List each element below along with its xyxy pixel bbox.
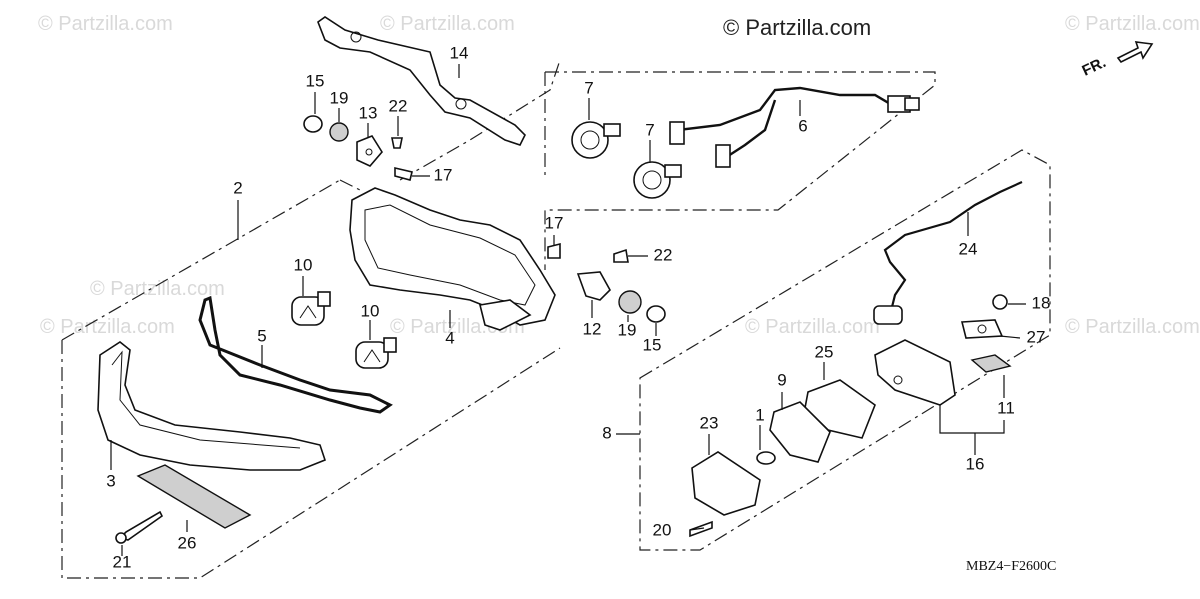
watermarks: © Partzilla.com © Partzilla.com © Partzi… [38, 13, 1200, 338]
part-15-collar-mid [646, 305, 666, 323]
part-15-collar-top [303, 115, 323, 133]
callout-12: 12 [583, 319, 602, 338]
callout-24: 24 [959, 239, 978, 258]
part-24-socket [873, 305, 903, 325]
group-outlines [61, 59, 1051, 579]
part-4-mount [479, 299, 532, 331]
part-6-harness [677, 86, 893, 160]
callout-7-lower: 7 [645, 120, 654, 139]
part-17-bolt-top [394, 166, 413, 181]
part-11-pad [970, 354, 1012, 373]
copyright-text: © Partzilla.com [723, 15, 871, 40]
callout-9: 9 [777, 370, 786, 389]
part-1-bulb [756, 451, 776, 465]
part-3-lens-inner [111, 350, 301, 449]
part-27-hole [977, 324, 987, 334]
callout-1: 1 [755, 405, 764, 424]
callout-21: 21 [113, 552, 132, 571]
part-21-screw-head [115, 532, 127, 544]
callout-20: 20 [653, 520, 672, 539]
part-5-seal [198, 295, 393, 414]
callout-19-top: 19 [330, 88, 349, 107]
callout-17-top: 17 [434, 165, 453, 184]
callout-10-lower: 10 [361, 301, 380, 320]
part-16-hole [893, 375, 903, 385]
watermark-top-left: © Partzilla.com [38, 13, 173, 35]
part-6-connector-b [715, 144, 731, 168]
callout-6: 6 [798, 116, 807, 135]
part-4-inner [364, 204, 536, 306]
watermark-top-mid: © Partzilla.com [380, 13, 515, 35]
callout-7-upper: 7 [584, 78, 593, 97]
callout-22-mid: 22 [654, 245, 673, 264]
part-16-license-case [874, 339, 956, 406]
part-6-connector-a [669, 121, 685, 145]
callout-25: 25 [815, 342, 834, 361]
part-26-tape [136, 464, 252, 529]
part-22-screw-mid [613, 248, 629, 263]
callout-17-mid: 17 [545, 213, 564, 232]
callout-2: 2 [233, 178, 242, 197]
part-14-hole-2 [455, 98, 467, 110]
part-12-stay [576, 271, 611, 301]
part-19-grommet-mid [618, 290, 642, 314]
callout-13: 13 [359, 103, 378, 122]
part-10-bulb-lower [355, 337, 397, 369]
callout-8: 8 [602, 423, 611, 442]
part-14-bracket [317, 16, 526, 146]
part-6-connector-d [904, 97, 920, 111]
part-13-stay [356, 135, 383, 167]
watermark-center-right: © Partzilla.com [745, 316, 880, 338]
watermark-left: © Partzilla.com [40, 316, 175, 338]
part-21-screw [118, 510, 164, 541]
part-17-bolt-mid [547, 242, 561, 259]
part-7-socket-upper [571, 121, 621, 159]
callout-15-mid: 15 [643, 335, 662, 354]
diagram-code: MBZ4−F2600C [966, 559, 1056, 574]
callout-27: 27 [1027, 327, 1046, 346]
group-outline-8 [639, 149, 1051, 551]
callout-19-mid: 19 [618, 320, 637, 339]
watermark-left-2: © Partzilla.com [90, 278, 225, 300]
part-18-nut [992, 294, 1008, 310]
part-14-hole [350, 31, 362, 43]
callout-3: 3 [106, 471, 115, 490]
callout-4: 4 [445, 328, 454, 347]
part-4-housing [349, 187, 556, 326]
part-10-bulb-upper [291, 291, 331, 326]
group-outline-6 [544, 71, 936, 270]
front-arrow-icon [1116, 41, 1154, 64]
callout-23: 23 [700, 413, 719, 432]
part-9-gasket [769, 401, 831, 463]
callout-10-upper: 10 [294, 255, 313, 274]
callout-15-top: 15 [306, 71, 325, 90]
part-19-grommet-top [329, 122, 349, 142]
part-3-lens [97, 341, 326, 471]
callout-5: 5 [257, 326, 266, 345]
callout-22-top: 22 [389, 96, 408, 115]
callout-18: 18 [1032, 293, 1051, 312]
callout-11: 11 [997, 398, 1015, 417]
part-22-screw-top [391, 137, 403, 149]
leader-lines [110, 64, 1026, 556]
part-23-lens [691, 451, 761, 516]
part-24-license-wire [883, 180, 1023, 316]
callouts: 14 15 19 13 22 17 2 10 10 5 4 3 26 21 7 … [106, 43, 1050, 571]
watermark-top-right: © Partzilla.com [1065, 13, 1200, 35]
part-13-hole [365, 148, 373, 156]
front-label: FR. [1080, 54, 1109, 80]
callout-14: 14 [450, 43, 469, 62]
group-outline-2 [61, 59, 561, 579]
watermark-right: © Partzilla.com [1065, 316, 1200, 338]
part-27-plate [960, 319, 1004, 339]
front-direction-indicator: FR. [1080, 41, 1154, 80]
callout-16: 16 [966, 454, 985, 473]
part-7-socket-lower [633, 161, 682, 199]
callout-26: 26 [178, 533, 197, 552]
